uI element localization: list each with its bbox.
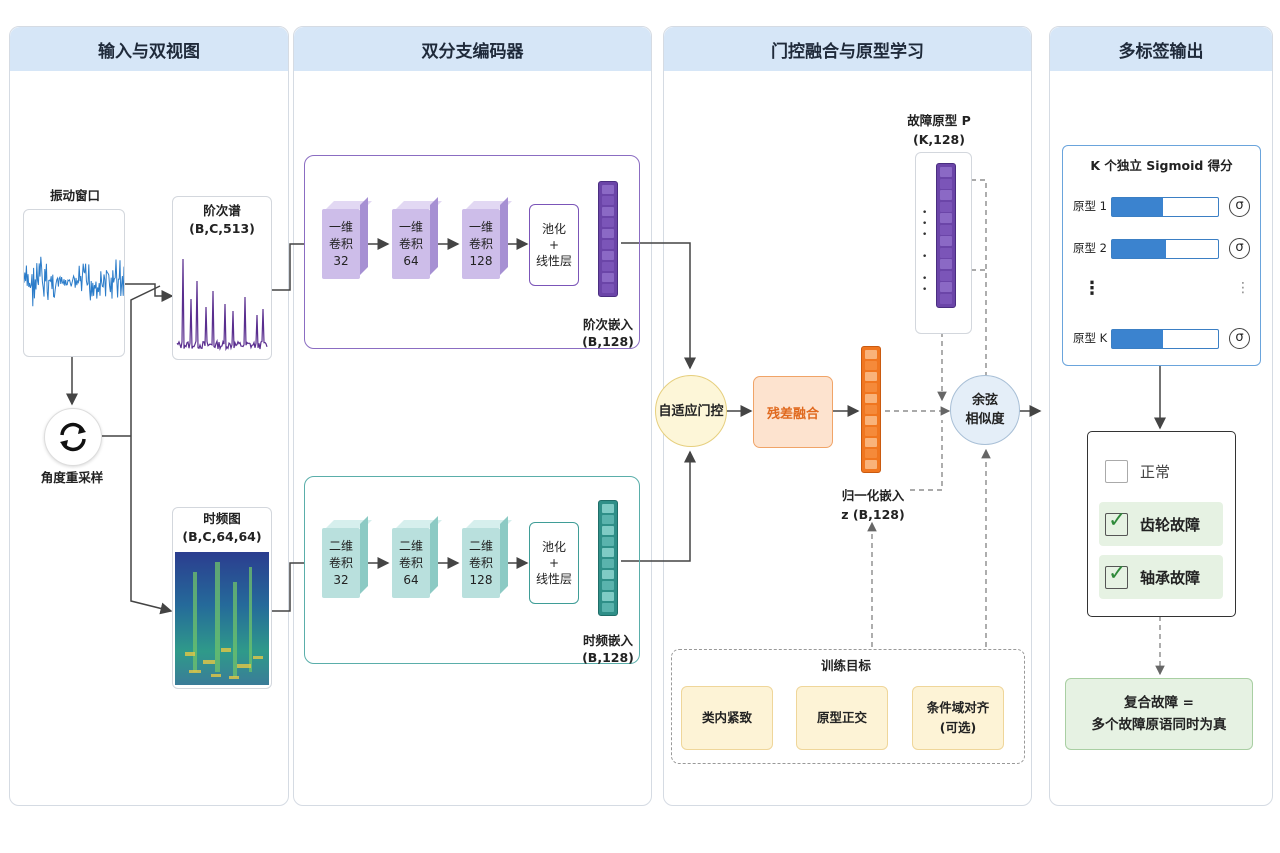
- panel-encoder: 双分支编码器: [293, 26, 652, 806]
- sigmoid-scores-box: K 个独立 Sigmoid 得分 原型 1 σ 原型 2 σ ⋮ ⋮ 原型 K …: [1062, 145, 1261, 366]
- prototype-vector: [936, 163, 956, 308]
- checkmark-icon: ✓: [1108, 560, 1127, 586]
- label-gear-fault-checkbox: ✓: [1105, 508, 1128, 536]
- label-bearing-fault-checkbox: ✓: [1105, 561, 1128, 589]
- normalized-embedding-label: 归一化嵌入: [841, 488, 905, 503]
- compound-fault-line2: 多个故障原语同时为真: [1091, 717, 1227, 733]
- label-bearing-fault: ✓ 轴承故障: [1099, 555, 1223, 599]
- label-normal-checkbox: [1105, 459, 1128, 483]
- order-spectrum-plot: [176, 258, 268, 352]
- tf-map-card: 时频图 (B,C,64,64): [172, 507, 272, 689]
- score-ellipsis-right: ⋮: [1236, 280, 1250, 296]
- score-row-2: 原型 2 σ: [1063, 237, 1263, 259]
- order-pool-linear: 池化+线性层: [529, 204, 579, 286]
- sigmoid-k-icon: σ: [1229, 328, 1250, 349]
- order-embedding-label: 阶次嵌入: [582, 317, 633, 332]
- panel-input-title: 输入与双视图: [10, 27, 288, 71]
- resample-icon: [44, 408, 102, 466]
- residual-fusion-node: 残差融合: [753, 376, 833, 448]
- order-spectrum-card: 阶次谱 (B,C,513): [172, 196, 272, 360]
- label-normal: 正常: [1099, 449, 1223, 493]
- training-objectives-box: [671, 649, 1025, 764]
- vibration-window-label: 振动窗口: [49, 188, 100, 203]
- score-row-k-bar: [1111, 329, 1219, 349]
- multi-label-box: 正常 ✓ 齿轮故障 ✓ 轴承故障: [1087, 431, 1236, 617]
- panel-fusion-title: 门控融合与原型学习: [664, 27, 1031, 71]
- prototype-dots: ••••••: [922, 208, 928, 295]
- objective-prototype-orthogonal: 原型正交: [796, 686, 888, 750]
- objective-domain-alignment: 条件域对齐(可选): [912, 686, 1004, 750]
- score-row-2-fill: [1112, 240, 1167, 258]
- label-normal-text: 正常: [1140, 462, 1171, 481]
- prototype-shape: (K,128): [913, 132, 965, 147]
- score-row-2-bar: [1111, 239, 1219, 259]
- order-branch-box: [304, 155, 640, 349]
- training-objectives-title: 训练目标: [820, 658, 871, 673]
- normalized-embedding-vector: [861, 346, 881, 473]
- panel-encoder-title: 双分支编码器: [294, 27, 651, 71]
- resample-label: 角度重采样: [40, 470, 104, 485]
- score-row-1: 原型 1 σ: [1063, 195, 1263, 217]
- normalized-embedding-shape: z (B,128): [841, 507, 905, 522]
- tf-embedding-shape: (B,128): [582, 650, 634, 665]
- compound-fault-line1: 复合故障 =: [1123, 695, 1194, 711]
- tf-branch-box: [304, 476, 640, 664]
- order-spectrum-title: 阶次谱: [203, 203, 241, 218]
- tf-embedding-vector: [598, 500, 618, 616]
- sigmoid-2-icon: σ: [1229, 238, 1250, 259]
- tf-spectrogram: [175, 552, 269, 685]
- order-embedding-shape: (B,128): [582, 334, 634, 349]
- order-spectrum-shape: (B,C,513): [189, 221, 255, 236]
- cosine-similarity-node: 余弦相似度: [950, 375, 1020, 445]
- score-row-k-name: 原型 K: [1073, 331, 1108, 345]
- tf-map-title: 时频图: [203, 511, 241, 526]
- adaptive-gate-node: 自适应门控: [655, 375, 727, 447]
- label-bearing-fault-text: 轴承故障: [1140, 568, 1201, 587]
- tf-embedding-label: 时频嵌入: [582, 633, 633, 648]
- tf-pool-linear: 池化+线性层: [529, 522, 579, 604]
- sigmoid-scores-title: K 个独立 Sigmoid 得分: [1090, 158, 1233, 173]
- compound-fault-box: 复合故障 = 多个故障原语同时为真: [1065, 678, 1253, 750]
- prototype-matrix-card: ••••••: [915, 152, 972, 334]
- label-gear-fault: ✓ 齿轮故障: [1099, 502, 1223, 546]
- panel-output-title: 多标签输出: [1050, 27, 1272, 71]
- vibration-window-plot: [23, 209, 125, 357]
- vibration-waveform: [23, 256, 125, 307]
- sigmoid-1-icon: σ: [1229, 196, 1250, 217]
- score-row-1-name: 原型 1: [1073, 199, 1107, 213]
- prototype-title: 故障原型 P: [907, 113, 971, 128]
- label-gear-fault-text: 齿轮故障: [1140, 515, 1201, 534]
- tf-map-shape: (B,C,64,64): [182, 529, 262, 544]
- score-row-k: 原型 K σ: [1063, 327, 1263, 349]
- score-row-1-fill: [1112, 198, 1163, 216]
- score-ellipsis: ⋮: [1083, 278, 1101, 299]
- score-row-k-fill: [1112, 330, 1163, 348]
- score-row-1-bar: [1111, 197, 1219, 217]
- checkmark-icon: ✓: [1108, 507, 1127, 533]
- objective-intra-class: 类内紧致: [681, 686, 773, 750]
- order-embedding-vector: [598, 181, 618, 297]
- score-row-2-name: 原型 2: [1073, 241, 1107, 255]
